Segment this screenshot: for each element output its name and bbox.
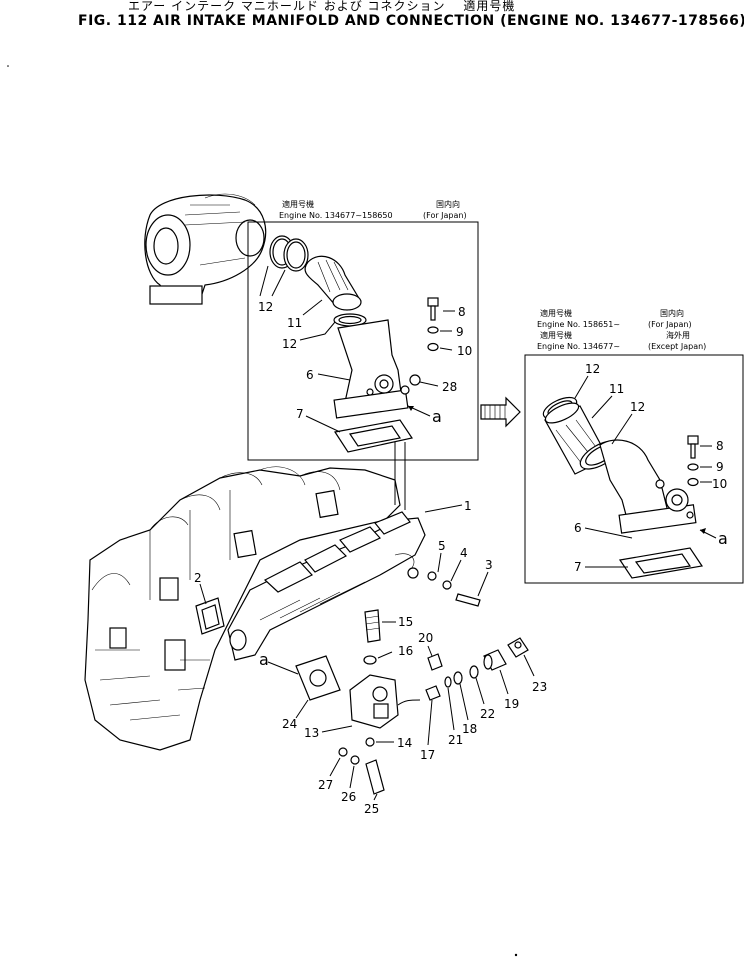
gasket-part-16 xyxy=(363,655,377,665)
callout-10: 10 xyxy=(457,344,472,358)
callout-22: 22 xyxy=(480,707,495,721)
inset-right-spec-2: (Except Japan) xyxy=(648,342,706,351)
engine-block-drawing xyxy=(84,466,401,751)
view-marker-a-main: a xyxy=(259,650,269,669)
callout-21: 21 xyxy=(448,733,463,747)
plug-part-28 xyxy=(409,374,421,386)
washer-part-26 xyxy=(350,755,360,765)
washer-part-10 xyxy=(427,342,439,352)
callout-19: 19 xyxy=(504,697,519,711)
figure-title-japanese: エアー インテーク マニホールド および コネクション 適用号機 xyxy=(128,0,516,13)
callout-11: 11 xyxy=(287,316,302,330)
callout-14: 14 xyxy=(397,736,412,750)
callout-23: 23 xyxy=(532,680,547,694)
callout-1: 1 xyxy=(464,499,472,513)
inset-box-right: 適用号機 Engine No. 158651~ 国内向 (For Japan) … xyxy=(524,308,744,584)
bolt-part-8 xyxy=(427,297,439,307)
gasket-part-21 xyxy=(444,676,452,688)
callout-16: 16 xyxy=(398,644,413,658)
washer-part-27 xyxy=(338,747,348,757)
callout-3: 3 xyxy=(485,558,493,572)
callout-12-left-upper: 12 xyxy=(258,300,273,314)
bolt-part-3 xyxy=(455,593,481,607)
callout-20: 20 xyxy=(418,631,433,645)
washer-part-18 xyxy=(453,671,463,685)
inset-right-spec-1: (For Japan) xyxy=(648,320,692,329)
inset-right-jp-serial-1: 適用号機 xyxy=(540,308,572,318)
inset-right-jp-spec-1: 国内向 xyxy=(660,308,684,318)
plug-part-14 xyxy=(365,737,375,747)
callout-12-right-lower: 12 xyxy=(630,400,645,414)
inset-box-left: 適用号機 Engine No. 134677~158650 国内向 (For J… xyxy=(247,199,479,461)
callout-9-right: 9 xyxy=(716,460,724,474)
callout-7: 7 xyxy=(296,407,304,421)
fitting-part-20 xyxy=(427,653,443,671)
callout-6: 6 xyxy=(306,368,314,382)
callout-8: 8 xyxy=(458,305,466,319)
inset-left-jp-serial: 適用号機 xyxy=(282,199,314,209)
callout-26: 26 xyxy=(341,790,356,804)
callout-6-right: 6 xyxy=(574,521,582,535)
view-marker-a-inset-left: a xyxy=(432,407,442,426)
intake-manifold-part-1 xyxy=(227,511,426,661)
inset-right-jp-serial-2: 適用号機 xyxy=(540,330,572,340)
inset-right-jp-spec-2: 海外用 xyxy=(666,330,690,340)
sensor-part-15 xyxy=(364,609,381,643)
callout-8-right: 8 xyxy=(716,439,724,453)
callout-5: 5 xyxy=(438,539,446,553)
callout-12-right-upper: 12 xyxy=(585,362,600,376)
callout-27: 27 xyxy=(318,778,333,792)
washer-part-5 xyxy=(427,571,437,581)
gasket-part-22 xyxy=(469,665,479,679)
callout-9: 9 xyxy=(456,325,464,339)
callout-18: 18 xyxy=(462,722,477,736)
inset-left-spec: (For Japan) xyxy=(423,211,467,220)
callout-24: 24 xyxy=(282,717,297,731)
callout-25: 25 xyxy=(364,802,379,816)
washer-part-4 xyxy=(442,580,452,590)
inset-left-serial: Engine No. 134677~158650 xyxy=(279,211,393,220)
callout-15: 15 xyxy=(398,615,413,629)
inset-right-serial-2: Engine No. 134677~ xyxy=(537,342,620,351)
inset-right-serial-1: Engine No. 158651~ xyxy=(537,320,620,329)
callout-28: 28 xyxy=(442,380,457,394)
callout-13: 13 xyxy=(304,726,319,740)
callout-11-right: 11 xyxy=(609,382,624,396)
plug-part-17 xyxy=(425,685,441,701)
bolt-part-25 xyxy=(365,759,385,795)
callout-10-right: 10 xyxy=(712,477,727,491)
view-marker-a-inset-right: a xyxy=(718,529,728,548)
connection-part-13 xyxy=(349,674,399,729)
callout-2: 2 xyxy=(194,571,202,585)
callout-4: 4 xyxy=(460,546,468,560)
turbocharger-drawing xyxy=(144,193,267,305)
callout-12-left-lower: 12 xyxy=(282,337,297,351)
washer-part-9 xyxy=(427,326,439,334)
callout-7-right: 7 xyxy=(574,560,582,574)
inset-left-jp-spec: 国内向 xyxy=(436,199,460,209)
figure-title: FIG. 112 AIR INTAKE MANIFOLD AND CONNECT… xyxy=(78,13,744,29)
callout-17: 17 xyxy=(420,748,435,762)
hatched-arrow xyxy=(480,396,521,428)
